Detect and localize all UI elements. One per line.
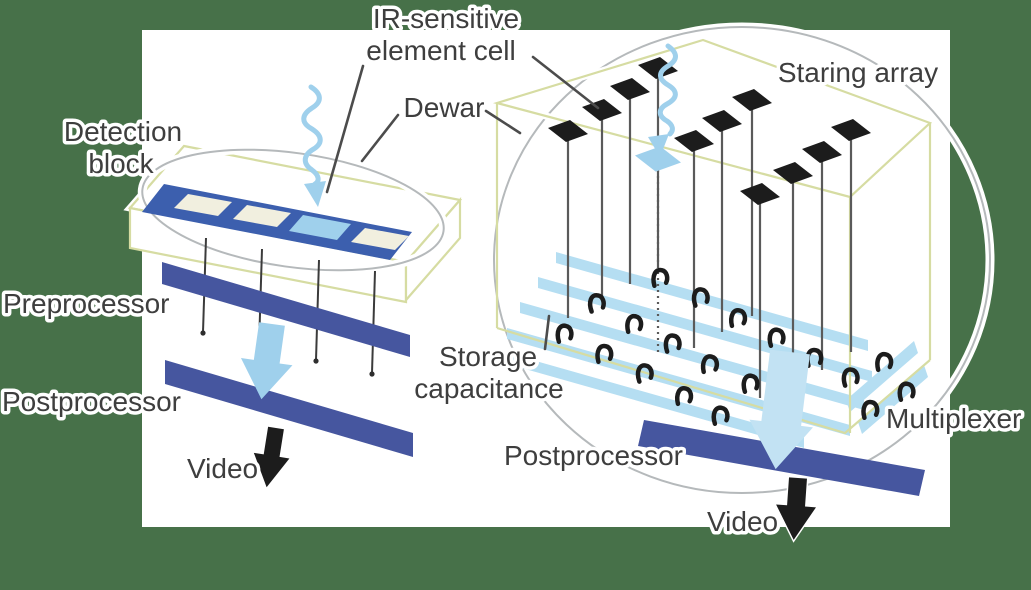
storage-stripe	[504, 352, 804, 448]
dewar-pointer-left	[360, 113, 400, 163]
multiplexer-label: Multiplexer	[886, 403, 1021, 434]
preprocessor-label: Preprocessor	[3, 288, 170, 319]
dewar-pointer-right	[484, 109, 522, 135]
video-label-left: Video	[187, 453, 258, 484]
storage-label-line2: capacitance	[414, 373, 563, 404]
staring-dewar-circle	[493, 26, 991, 494]
video-arrow-right-shape	[773, 475, 819, 543]
ir-arrowhead-right	[648, 134, 669, 157]
detector-wire	[371, 270, 376, 374]
video-arrow-left	[253, 426, 290, 488]
video-label-right: Video	[707, 506, 778, 537]
ir-cell-label-line2: element cell	[366, 35, 515, 66]
ir-cell-pointer-right	[531, 55, 600, 110]
preprocessor-bar	[162, 262, 410, 357]
dewar-label: Dewar	[404, 92, 485, 123]
detection-block-group	[123, 84, 467, 488]
flow-arrow-right-shape	[749, 349, 813, 470]
ir-cell-label-line1: IR-sensitive	[373, 3, 519, 34]
ir-radiation-squiggle-left	[301, 84, 323, 187]
video-arrow-right	[773, 475, 819, 543]
flow-arrow-left-shape	[240, 322, 293, 400]
flow-arrow-left	[240, 322, 293, 400]
storage-stripe-sideface	[846, 341, 918, 412]
ir-arrowhead-left	[304, 181, 326, 207]
postprocessor-label-left: Postprocessor	[2, 386, 181, 417]
staring-array-group	[484, 36, 937, 543]
postprocessor-bar-left	[165, 360, 413, 457]
detector-cell-1	[174, 194, 232, 216]
storage-pointer	[543, 314, 551, 351]
scanning-dewar-ellipse	[141, 148, 445, 272]
wire-dot	[200, 330, 206, 336]
postprocessor-label-right: Postprocessor	[504, 440, 683, 471]
detector-cell-2	[233, 205, 291, 227]
flow-arrow-right	[749, 349, 813, 470]
wire-dot	[369, 371, 375, 377]
detection-block-label-line2: block	[88, 148, 154, 179]
ir-cell-pointer-left	[325, 64, 365, 194]
video-arrow-left-shape	[253, 426, 290, 488]
ir-radiation-squiggle-right	[657, 43, 678, 137]
detector-cell-4	[351, 228, 409, 250]
staring-array-label: Staring array	[778, 57, 938, 88]
wire-dot	[313, 358, 319, 364]
storage-label-line1: Storage	[439, 341, 537, 372]
detection-block-label-line1: Detection	[64, 116, 182, 147]
ir-active-cell	[289, 215, 351, 240]
storage-stripe	[556, 252, 868, 351]
